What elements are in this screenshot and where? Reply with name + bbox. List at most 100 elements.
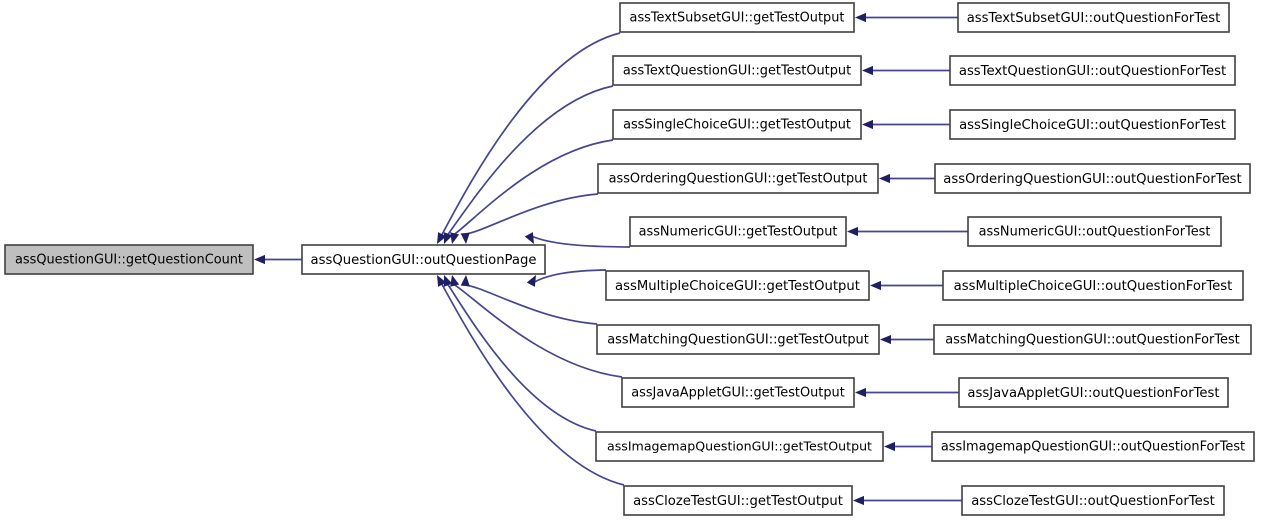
- edge-line-mid-to-hub-9: [440, 283, 625, 486]
- node-box-assclozetestgui-gettestoutput[interactable]: [623, 485, 853, 516]
- node-asstextquestiongui-gettestoutput[interactable]: assTextQuestionGUI::getTestOutput: [612, 55, 862, 86]
- node-assclozetestgui-outquestionfortest[interactable]: assClozeTestGUI::outQuestionForTest: [961, 485, 1225, 516]
- arrowhead-mid-to-hub-7: [450, 275, 460, 287]
- edge-right-to-mid-1: [862, 65, 950, 76]
- node-label-asstextquestiongui-outquestionfortest: assTextQuestionGUI::outQuestionForTest: [959, 64, 1226, 79]
- node-label-assmultiplechoicegui-gettestoutput: assMultipleChoiceGUI::getTestOutput: [615, 279, 860, 294]
- node-box-assquestiongui-outquestionpage[interactable]: [301, 244, 546, 275]
- node-box-asstextquestiongui-outquestionfortest[interactable]: [949, 55, 1236, 86]
- edge-line-mid-to-hub-6: [465, 284, 598, 325]
- node-label-assclozetestgui-outquestionfortest: assClozeTestGUI::outQuestionForTest: [971, 494, 1215, 509]
- node-box-assorderingquestiongui-gettestoutput[interactable]: [597, 163, 879, 194]
- arrowhead-mid-to-hub-2: [450, 232, 460, 244]
- edge-right-to-mid-7: [855, 387, 959, 398]
- node-box-assjavaappletgui-outquestionfortest[interactable]: [958, 377, 1229, 408]
- edge-mid-to-hub-7: [450, 275, 623, 378]
- node-box-assjavaappletgui-gettestoutput[interactable]: [621, 377, 855, 408]
- node-label-assorderingquestiongui-outquestionfortest: assOrderingQuestionGUI::outQuestionForTe…: [943, 172, 1241, 187]
- edge-line-mid-to-hub-1: [447, 85, 614, 236]
- node-assquestiongui-outquestionpage[interactable]: assQuestionGUI::outQuestionPage: [301, 244, 546, 275]
- arrowhead-right-to-mid-9: [853, 495, 864, 506]
- arrowhead-right-to-mid-3: [879, 173, 890, 184]
- node-assorderingquestiongui-gettestoutput[interactable]: assOrderingQuestionGUI::getTestOutput: [597, 163, 879, 194]
- node-assclozetestgui-gettestoutput[interactable]: assClozeTestGUI::getTestOutput: [623, 485, 853, 516]
- edge-mid-to-hub-0: [437, 32, 621, 244]
- node-label-asstextquestiongui-gettestoutput: assTextQuestionGUI::getTestOutput: [623, 64, 851, 79]
- node-assimagemapquestiongui-outquestionfortest[interactable]: assImagemapQuestionGUI::outQuestionForTe…: [931, 431, 1255, 462]
- node-assmatchingquestiongui-outquestionfortest[interactable]: assMatchingQuestionGUI::outQuestionForTe…: [933, 324, 1252, 355]
- edge-mid-to-hub-2: [450, 139, 614, 244]
- edge-right-to-mid-0: [855, 12, 958, 23]
- node-label-assquestiongui-getquestioncount: assQuestionGUI::getQuestionCount: [15, 253, 243, 268]
- edge-line-mid-to-hub-8: [447, 283, 597, 432]
- node-box-assmultiplechoicegui-outquestionfortest[interactable]: [942, 270, 1244, 301]
- node-box-assnumericgui-gettestoutput[interactable]: [629, 216, 847, 247]
- edge-right-to-mid-6: [880, 334, 934, 345]
- node-box-assorderingquestiongui-outquestionfortest[interactable]: [934, 163, 1251, 194]
- node-label-assimagemapquestiongui-gettestoutput: assImagemapQuestionGUI::getTestOutput: [607, 439, 872, 454]
- node-box-assquestiongui-getquestioncount[interactable]: [4, 244, 254, 275]
- arrowhead-mid-to-hub-5: [526, 275, 536, 287]
- node-label-assjavaappletgui-outquestionfortest: assJavaAppletGUI::outQuestionForTest: [967, 386, 1219, 401]
- arrowhead-right-to-mid-7: [855, 387, 866, 398]
- arrowhead-mid-to-hub-9: [437, 275, 447, 287]
- node-box-assmatchingquestiongui-gettestoutput[interactable]: [596, 324, 880, 355]
- node-asstextsubsetgui-outquestionfortest[interactable]: assTextSubsetGUI::outQuestionForTest: [957, 2, 1230, 33]
- edge-right-to-mid-5: [870, 280, 943, 291]
- edge-line-mid-to-hub-4: [528, 234, 631, 248]
- node-assjavaappletgui-outquestionfortest[interactable]: assJavaAppletGUI::outQuestionForTest: [958, 377, 1229, 408]
- arrowhead-right-to-mid-2: [862, 119, 873, 130]
- edge-right-to-mid-9: [853, 495, 962, 506]
- node-asssinglechoicegui-gettestoutput[interactable]: assSingleChoiceGUI::getTestOutput: [612, 109, 862, 140]
- arrowhead-mid-to-hub-8: [443, 275, 453, 287]
- node-box-asstextquestiongui-gettestoutput[interactable]: [612, 55, 862, 86]
- edge-line-mid-to-hub-0: [440, 32, 621, 236]
- node-box-asstextsubsetgui-outquestionfortest[interactable]: [957, 2, 1230, 33]
- arrowhead-right-to-mid-8: [884, 441, 895, 452]
- node-box-assmatchingquestiongui-outquestionfortest[interactable]: [933, 324, 1252, 355]
- node-assnumericgui-outquestionfortest[interactable]: assNumericGUI::outQuestionForTest: [967, 216, 1222, 247]
- node-asstextsubsetgui-gettestoutput[interactable]: assTextSubsetGUI::getTestOutput: [619, 2, 855, 33]
- nodes-layer: assQuestionGUI::getQuestionCount assQuest…: [4, 2, 1255, 516]
- node-asstextquestiongui-outquestionfortest[interactable]: assTextQuestionGUI::outQuestionForTest: [949, 55, 1236, 86]
- edge-mid-to-hub-6: [460, 275, 598, 325]
- node-assorderingquestiongui-outquestionfortest[interactable]: assOrderingQuestionGUI::outQuestionForTe…: [934, 163, 1251, 194]
- arrowhead-mid-to-hub-6: [460, 275, 470, 287]
- node-assquestiongui-getquestioncount[interactable]: assQuestionGUI::getQuestionCount: [4, 244, 254, 275]
- edge-mid-to-hub-3: [460, 193, 599, 244]
- node-box-assnumericgui-outquestionfortest[interactable]: [967, 216, 1222, 247]
- arrowhead-right-to-mid-6: [880, 334, 891, 345]
- node-label-asstextsubsetgui-gettestoutput: assTextSubsetGUI::getTestOutput: [630, 11, 845, 26]
- edge-mid-to-hub-8: [443, 275, 597, 432]
- arrowhead-right-to-mid-4: [847, 226, 858, 237]
- node-assmultiplechoicegui-outquestionfortest[interactable]: assMultipleChoiceGUI::outQuestionForTest: [942, 270, 1244, 301]
- edge-right-to-mid-2: [862, 119, 950, 130]
- node-box-asstextsubsetgui-gettestoutput[interactable]: [619, 2, 855, 33]
- arrowhead-mid-to-hub-4: [524, 232, 534, 244]
- node-box-assimagemapquestiongui-outquestionfortest[interactable]: [931, 431, 1255, 462]
- node-asssinglechoicegui-outquestionfortest[interactable]: assSingleChoiceGUI::outQuestionForTest: [949, 109, 1236, 140]
- arrowhead-right-to-mid-0: [855, 12, 866, 23]
- node-label-asssinglechoicegui-gettestoutput: assSingleChoiceGUI::getTestOutput: [623, 118, 851, 133]
- node-box-asssinglechoicegui-gettestoutput[interactable]: [612, 109, 862, 140]
- node-label-assclozetestgui-gettestoutput: assClozeTestGUI::getTestOutput: [633, 494, 843, 509]
- node-assmatchingquestiongui-gettestoutput[interactable]: assMatchingQuestionGUI::getTestOutput: [596, 324, 880, 355]
- edge-line-mid-to-hub-7: [453, 283, 623, 378]
- arrowhead-mid-to-hub-1: [443, 232, 453, 244]
- node-assmultiplechoicegui-gettestoutput[interactable]: assMultipleChoiceGUI::getTestOutput: [605, 270, 870, 301]
- node-assnumericgui-gettestoutput[interactable]: assNumericGUI::getTestOutput: [629, 216, 847, 247]
- node-box-assclozetestgui-outquestionfortest[interactable]: [961, 485, 1225, 516]
- node-box-assimagemapquestiongui-gettestoutput[interactable]: [595, 431, 884, 462]
- node-box-asssinglechoicegui-outquestionfortest[interactable]: [949, 109, 1236, 140]
- arrowhead-right-to-mid-1: [862, 65, 873, 76]
- node-label-assmatchingquestiongui-gettestoutput: assMatchingQuestionGUI::getTestOutput: [607, 333, 869, 348]
- arrowhead-mid-to-hub-3: [460, 232, 470, 244]
- node-assjavaappletgui-gettestoutput[interactable]: assJavaAppletGUI::getTestOutput: [621, 377, 855, 408]
- node-box-assmultiplechoicegui-gettestoutput[interactable]: [605, 270, 870, 301]
- edge-right-to-mid-4: [847, 226, 968, 237]
- node-assimagemapquestiongui-gettestoutput[interactable]: assImagemapQuestionGUI::getTestOutput: [595, 431, 884, 462]
- node-label-assjavaappletgui-gettestoutput: assJavaAppletGUI::getTestOutput: [631, 386, 845, 401]
- node-label-assmatchingquestiongui-outquestionfortest: assMatchingQuestionGUI::outQuestionForTe…: [945, 333, 1239, 348]
